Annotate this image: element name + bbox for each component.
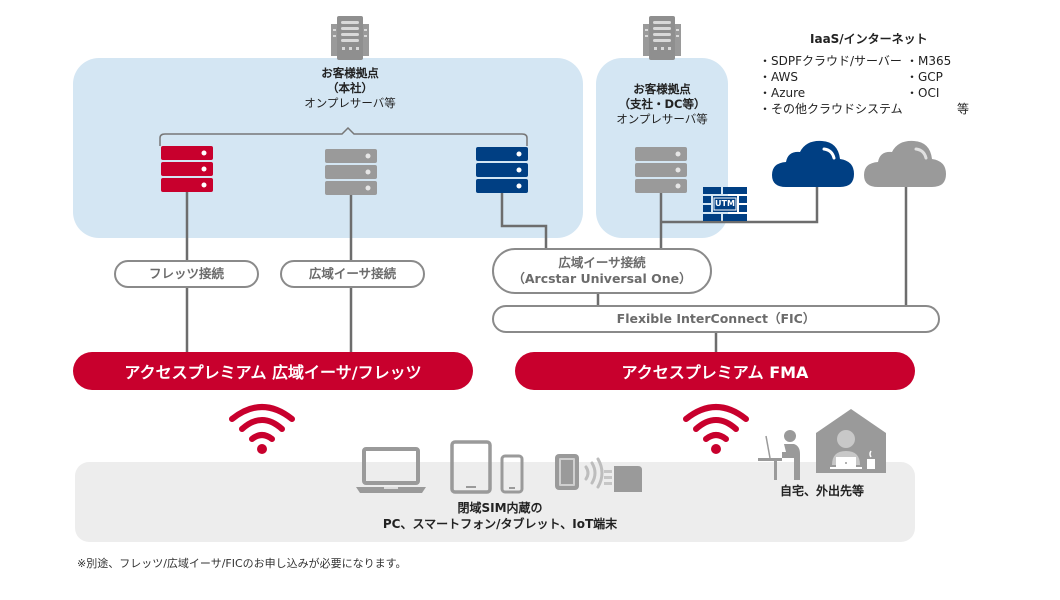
line-navy-server bbox=[500, 193, 548, 250]
iot-device-icon bbox=[604, 466, 642, 492]
iaas-item: ・AWS bbox=[759, 70, 799, 84]
tablet-icon bbox=[450, 440, 492, 494]
signal-waves-icon bbox=[584, 457, 604, 489]
fic-connection: Flexible InterConnect（FIC） bbox=[492, 305, 940, 333]
remote-caption: 自宅、外出先等 bbox=[779, 484, 864, 498]
home-worker-icon bbox=[816, 409, 886, 473]
devices-caption-line1: 閉域SIM内蔵の bbox=[457, 501, 543, 515]
service-fma: アクセスプレミアム FMA bbox=[515, 352, 915, 390]
branch-site-desc: オンプレサーバ等 bbox=[616, 112, 708, 126]
building-icon bbox=[331, 16, 369, 60]
footnote: ※別途、フレッツ/広域イーサ/FICのお申し込みが必要になります。 bbox=[77, 557, 407, 570]
iaas-item: ・OCI bbox=[906, 86, 940, 100]
hq-site-desc: オンプレサーバ等 bbox=[304, 96, 396, 110]
sim-icon bbox=[555, 454, 579, 490]
server-icon-red bbox=[161, 146, 213, 192]
iaas-item: ・GCP bbox=[906, 70, 943, 84]
utm-label: UTM bbox=[715, 199, 735, 208]
iaas-item: ・Azure bbox=[759, 86, 806, 100]
arcstar-line2: （Arcstar Universal One） bbox=[512, 271, 692, 286]
cloud-icon-navy bbox=[772, 140, 854, 187]
server-icon-branch bbox=[635, 147, 687, 193]
iaas-item: ・その他クラウドシステム bbox=[759, 102, 903, 116]
branch-site-title: お客様拠点 bbox=[633, 82, 691, 96]
wifi-icon bbox=[229, 404, 295, 454]
smartphone-icon bbox=[500, 454, 524, 494]
arcstar-line1: 広域イーサ接続 bbox=[558, 255, 646, 270]
service-wide-ether-flets: アクセスプレミアム 広域イーサ/フレッツ bbox=[73, 352, 473, 390]
server-icon-navy bbox=[476, 147, 528, 193]
iaas-item: ・SDPFクラウド/サーバー bbox=[759, 54, 902, 68]
utm-firewall: UTM bbox=[703, 187, 747, 227]
cloud-icon-gray bbox=[864, 140, 946, 187]
wide-ether-connection: 広域イーサ接続 bbox=[280, 260, 425, 288]
arcstar-connection: 広域イーサ接続 （Arcstar Universal One） bbox=[492, 248, 712, 294]
flets-connection: フレッツ接続 bbox=[114, 260, 259, 288]
firewall-icon bbox=[703, 187, 747, 221]
iaas-etc: 等 bbox=[957, 102, 970, 116]
branch-site-subtitle: （支社・DC等） bbox=[618, 97, 706, 111]
devices-caption-line2: PC、スマートフォン/タブレット、IoT端末 bbox=[382, 517, 618, 531]
hq-brace bbox=[159, 126, 528, 146]
laptop-icon bbox=[356, 447, 426, 493]
server-icon-gray bbox=[325, 149, 377, 195]
hq-site-subtitle: （本社） bbox=[327, 81, 373, 95]
iaas-title: IaaS/インターネット bbox=[810, 32, 928, 46]
wifi-icon bbox=[683, 404, 749, 454]
devices-caption: 閉域SIM内蔵の PC、スマートフォン/タブレット、IoT端末 bbox=[300, 500, 700, 532]
building-icon bbox=[643, 16, 681, 60]
person-at-desk-icon bbox=[758, 430, 800, 480]
line-branch-utm-cloud bbox=[661, 186, 819, 224]
hq-site-label: お客様拠点 （本社） オンプレサーバ等 bbox=[270, 66, 430, 111]
iaas-item: ・M365 bbox=[906, 54, 952, 68]
branch-site-label: お客様拠点 （支社・DC等） オンプレサーバ等 bbox=[596, 82, 728, 127]
hq-site-title: お客様拠点 bbox=[321, 66, 379, 80]
